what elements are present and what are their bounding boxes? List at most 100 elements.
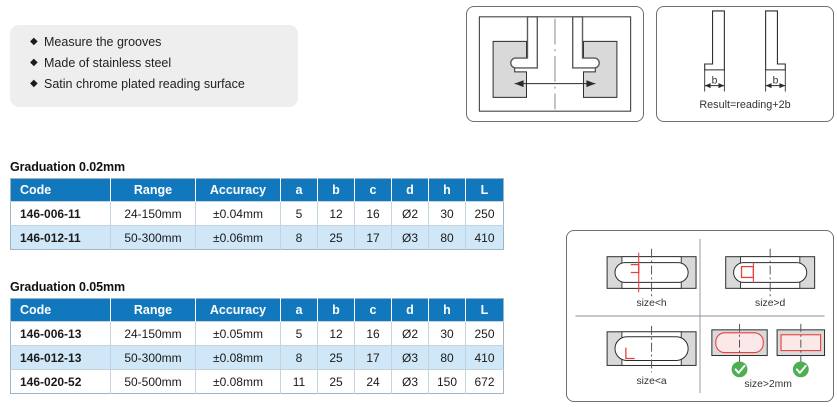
cell-l: 250 (465, 201, 504, 226)
column-header-accuracy: Accuracy (195, 298, 281, 322)
feature-item: ◆ Measure the grooves (30, 34, 298, 50)
column-header-a: a (280, 298, 318, 322)
table-row: 146-006-13 24-150mm ±0.05mm 5 12 16 Ø2 3… (10, 321, 504, 346)
jaw-left (704, 10, 725, 71)
quadrant-caption: size>2mm (744, 379, 792, 390)
column-header-range: Range (110, 178, 196, 202)
cell-b: 25 (317, 345, 355, 370)
feature-item: ◆ Satin chrome plated reading surface (30, 76, 298, 92)
cell-range: 50-300mm (110, 345, 196, 370)
diamond-bullet-icon: ◆ (30, 36, 38, 47)
feature-label: Satin chrome plated reading surface (44, 77, 245, 91)
cell-code: 146-012-13 (10, 345, 111, 370)
column-header-a: a (280, 178, 318, 202)
cell-accuracy: ±0.05mm (195, 321, 281, 346)
quadrant-size-gt-d: size>d (725, 248, 816, 309)
quadrant-size-gt-2mm: size>2mm (711, 323, 826, 390)
table-header-row: Code Range Accuracy a b c d h L (10, 298, 504, 322)
groove-measurement-panel (466, 6, 644, 122)
cell-d: Ø3 (391, 225, 429, 250)
graduation-title-005: Graduation 0.05mm (10, 280, 125, 294)
cell-h: 30 (428, 321, 466, 346)
cell-accuracy: ±0.08mm (195, 345, 281, 370)
cell-range: 50-300mm (110, 225, 196, 250)
spec-table-graduation-002: Code Range Accuracy a b c d h L 146-006-… (10, 178, 504, 250)
quadrant-size-lt-h: size<h (606, 248, 697, 309)
cell-c: 16 (354, 201, 392, 226)
cell-accuracy: ±0.04mm (195, 201, 281, 226)
quadrant-size-lt-a: size<a (606, 325, 697, 387)
column-header-b: b (317, 178, 355, 202)
cell-accuracy: ±0.08mm (195, 369, 281, 394)
dimension-b-left: b (704, 76, 725, 89)
cell-h: 30 (428, 201, 466, 226)
quadrant-caption: size<h (636, 298, 666, 309)
cell-range: 50-500mm (110, 369, 196, 394)
cell-range: 24-150mm (110, 201, 196, 226)
column-header-range: Range (110, 298, 196, 322)
cell-a: 5 (280, 201, 318, 226)
feature-label: Made of stainless steel (44, 56, 172, 70)
column-header-b: b (317, 298, 355, 322)
column-header-d: d (391, 178, 429, 202)
quadrant-caption: size<a (636, 376, 666, 387)
dimension-b-right: b (765, 76, 786, 89)
jaw-right (765, 10, 786, 71)
feature-label: Measure the grooves (44, 35, 162, 49)
features-panel: ◆ Measure the grooves ◆ Made of stainles… (10, 25, 298, 107)
diamond-bullet-icon: ◆ (30, 78, 38, 89)
feature-item: ◆ Made of stainless steel (30, 55, 298, 71)
cell-code: 146-020-52 (10, 369, 111, 394)
column-header-h: h (428, 298, 466, 322)
column-header-c: c (354, 178, 392, 202)
cell-l: 250 (465, 321, 504, 346)
cell-accuracy: ±0.06mm (195, 225, 281, 250)
result-formula-caption: Result=reading+2b (699, 99, 790, 111)
cell-a: 8 (280, 345, 318, 370)
cell-c: 17 (354, 225, 392, 250)
dimension-label-b: b (773, 76, 779, 87)
cell-a: 11 (280, 369, 318, 394)
graduation-title-002: Graduation 0.02mm (10, 160, 125, 174)
column-header-code: Code (10, 298, 111, 322)
column-header-code: Code (10, 178, 111, 202)
quadrant-caption: size>d (755, 298, 785, 309)
column-header-d: d (391, 298, 429, 322)
cell-code: 146-012-11 (10, 225, 111, 250)
cell-b: 25 (317, 369, 355, 394)
column-header-accuracy: Accuracy (195, 178, 281, 202)
cell-b: 12 (317, 201, 355, 226)
column-header-l: L (465, 298, 504, 322)
jaw-offset-panel: b b Result=reading+2b (656, 6, 834, 122)
check-ok-icon (731, 361, 748, 378)
cell-l: 410 (465, 225, 504, 250)
column-header-l: L (465, 178, 504, 202)
table-header-row: Code Range Accuracy a b c d h L (10, 178, 504, 202)
check-ok-icon (792, 361, 809, 378)
table-row: 146-020-52 50-500mm ±0.08mm 11 25 24 Ø3 … (10, 369, 504, 394)
jaw-offset-diagram: b b Result=reading+2b (699, 10, 791, 111)
cell-l: 410 (465, 345, 504, 370)
cell-b: 12 (317, 321, 355, 346)
cell-a: 8 (280, 225, 318, 250)
usage-guidance-panel: size<h size>d size<a (566, 230, 834, 402)
cell-c: 17 (354, 345, 392, 370)
measurement-marker-red (625, 347, 635, 360)
usage-guidance-grid: size<h size>d size<a (575, 238, 826, 394)
dimension-arrow (514, 80, 596, 88)
cell-code: 146-006-11 (10, 201, 111, 226)
cell-d: Ø2 (391, 201, 429, 226)
cell-d: Ø3 (391, 345, 429, 370)
cell-c: 16 (354, 321, 392, 346)
cell-a: 5 (280, 321, 318, 346)
groove-measurement-diagram (478, 16, 632, 112)
column-header-c: c (354, 298, 392, 322)
diamond-bullet-icon: ◆ (30, 57, 38, 68)
cell-code: 146-006-13 (10, 321, 111, 346)
cell-range: 24-150mm (110, 321, 196, 346)
cell-c: 24 (354, 369, 392, 394)
cell-d: Ø2 (391, 321, 429, 346)
column-header-h: h (428, 178, 466, 202)
caliper-jaw-left (510, 16, 538, 69)
table-row: 146-012-13 50-300mm ±0.08mm 8 25 17 Ø3 8… (10, 345, 504, 370)
